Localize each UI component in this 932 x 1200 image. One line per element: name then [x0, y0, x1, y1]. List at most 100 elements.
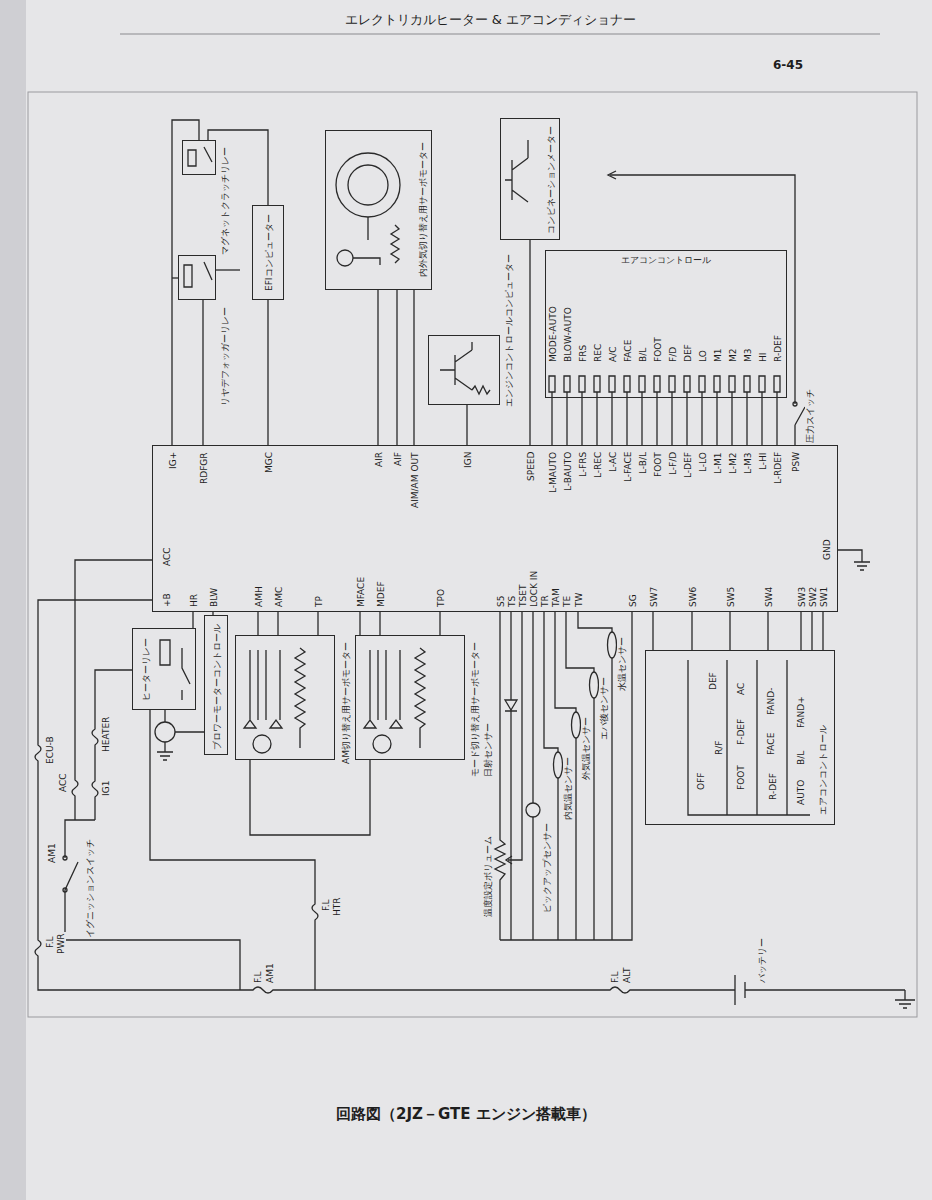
servo-box: AM切り替え用サーボモーター [235, 635, 335, 760]
wire [439, 612, 440, 635]
wire [581, 398, 582, 445]
pin-label: SG [628, 593, 638, 608]
wire [359, 612, 360, 635]
part-label: リヤデフォッガーリレー [220, 306, 230, 407]
pin-label: AIF [393, 451, 403, 467]
pin-label: MFACE [356, 576, 366, 608]
pin-label: L-REC [593, 451, 603, 479]
fuse-label: F.L [321, 898, 331, 912]
sensor-label: 水温センサー [617, 636, 627, 692]
wire [466, 405, 467, 445]
wire [611, 398, 612, 445]
wire [811, 612, 812, 650]
indicator-label: FACE [623, 339, 633, 363]
fuse-label: ECU-B [45, 735, 55, 765]
wire [671, 398, 672, 445]
indicator-label: REC [593, 343, 603, 363]
indicator-label: B/L [638, 347, 648, 363]
part-label: ヒーターリレー [141, 637, 151, 702]
part-label: EFIコンピューター [264, 213, 274, 292]
meter-box: コンビネーションメーター [500, 118, 560, 240]
pin-label: LOCK IN [529, 570, 539, 608]
computer-box: EFIコンピューター [252, 205, 284, 300]
indicator-label: R-DEF [773, 334, 783, 363]
part-label: 内外気切り替え用サーボモーター [418, 141, 428, 278]
sensor-label: 内気温センサー [563, 756, 573, 821]
pin-label: TE [562, 595, 572, 608]
pin-label: L-MAUTO [548, 451, 558, 494]
pin-label: AMC [274, 586, 284, 608]
sensor-label: 温度設定ボリューム [483, 835, 493, 918]
switch-label: AUTO [796, 779, 806, 806]
part-label: AM切り替え用サーボモーター [341, 641, 351, 765]
relay-box: リヤデフォッガーリレー [178, 255, 216, 300]
sensor-label: エバ後センサー [599, 676, 609, 741]
switch-label: FAND- [766, 687, 776, 716]
pin-label: L-FRS [578, 451, 588, 478]
part-label: イグニッションスイッチ [85, 838, 95, 939]
part-label: モード切り替え用サーボモーター [470, 641, 480, 778]
indicator-label: F/D [668, 346, 678, 363]
page-header: エレクトリカルヒーター & エアコンディショナー [344, 12, 637, 27]
fuse-label: F.L [610, 970, 620, 984]
servo-box: モード切り替え用サーボモーター [355, 635, 465, 760]
panel-title: エアコンコントロール [620, 255, 712, 265]
pin-label: TS [507, 595, 517, 608]
part-label: 圧力スイッチ [805, 388, 815, 444]
servo-box: 内外気切り替え用サーボモーター [325, 130, 432, 290]
terminal-label: AM1 [47, 842, 57, 864]
switch-label: FAND+ [796, 695, 806, 729]
pin-label: L-AC [608, 451, 618, 473]
pin-label: GND [822, 538, 832, 561]
wire [716, 398, 717, 445]
wire [686, 398, 687, 445]
switch-label: B/L [796, 750, 806, 766]
page-number: 6-45 [772, 58, 804, 72]
wire [257, 612, 258, 635]
wire [551, 398, 552, 445]
pin-label: L-M2 [728, 451, 738, 475]
wire [317, 612, 318, 635]
pin-label: L-LO [698, 451, 708, 473]
pin-label: TSET [518, 584, 528, 608]
wire [529, 240, 530, 445]
control-panel: エアコンコントロールMODE-AUTOBLOW-AUTOFRSRECA/CFAC… [545, 250, 787, 398]
relay-box: マグネットクラッチリレー [182, 140, 216, 175]
wire [822, 612, 823, 650]
wire [691, 612, 692, 650]
wire [377, 290, 378, 445]
pin-label: L-BAUTO [563, 451, 573, 492]
wire [202, 300, 203, 445]
pin-label: SW6 [688, 586, 698, 608]
wire [566, 398, 567, 445]
pin-label: SW4 [764, 586, 774, 608]
control-box: ブロワーモーターコントロール [204, 615, 228, 755]
pin-label: MDEF [376, 580, 386, 608]
pin-label: IG+ [168, 451, 178, 470]
wire [800, 612, 801, 650]
wire [641, 398, 642, 445]
pin-label: TP [314, 595, 324, 608]
wire [413, 290, 414, 445]
pin-label: SW7 [649, 586, 659, 608]
part-label: コンビネーションメーター [546, 125, 556, 235]
indicator-label: M3 [743, 348, 753, 364]
sensor-label: 外気温センサー [581, 716, 591, 781]
indicator-label: FRS [578, 344, 588, 363]
indicator-label: M2 [728, 348, 738, 364]
indicator-label: A/C [608, 346, 618, 363]
panel-title: エアコンコントロール [818, 724, 828, 816]
pin-label: AIM/AM OUT [410, 451, 420, 509]
fuse-label: ACC [58, 772, 68, 793]
part-label: バッテリー [757, 937, 767, 984]
pin-label: TPO [436, 588, 446, 608]
indicator-label: BLOW-AUTO [563, 306, 573, 363]
pin-label: L-B/L [638, 451, 648, 475]
switch-label: DEF [708, 671, 718, 691]
pin-label: AMH [254, 585, 264, 608]
pin-label: AIR [374, 451, 384, 468]
computer-box: エンジンコントロールコンピューター [428, 335, 500, 405]
